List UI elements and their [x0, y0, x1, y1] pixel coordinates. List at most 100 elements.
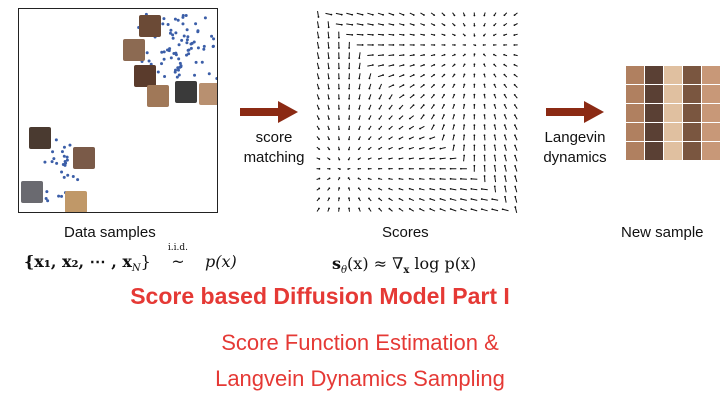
field-arrow [514, 196, 518, 203]
field-arrow-head [340, 23, 343, 26]
field-arrow-head [368, 77, 371, 80]
field-arrow-head [493, 83, 496, 86]
field-arrow-head [423, 73, 425, 76]
field-arrow-head [398, 177, 401, 180]
field-arrow-head [473, 14, 476, 17]
field-arrow-head [433, 53, 436, 56]
field-arrow-head [318, 167, 321, 170]
field-arrow [494, 186, 497, 193]
field-arrow-head [318, 197, 320, 200]
field-arrow-head [453, 14, 456, 17]
field-arrow-head [328, 128, 330, 131]
samples-formula-right: p(x) [205, 252, 237, 271]
data-samples-plot [18, 8, 218, 213]
field-arrow-head [378, 177, 380, 180]
field-arrow-head [318, 128, 320, 130]
scatter-dot [174, 31, 178, 35]
field-arrow-head [422, 104, 425, 106]
field-arrow-head [423, 14, 425, 16]
samples-formula: {x₁, x₂, ⋯ , xN} i.i.d.~ p(x) [24, 243, 237, 275]
scatter-dot [189, 46, 193, 50]
field-arrow-head [439, 198, 442, 200]
field-arrow-head [439, 157, 442, 160]
field-arrow-head [408, 207, 411, 210]
field-arrow-head [382, 54, 385, 56]
field-arrow [367, 12, 373, 16]
field-arrow-head [493, 124, 496, 127]
field-arrow-head [412, 34, 415, 36]
field-arrow-head [463, 14, 466, 17]
scatter-dot [200, 60, 204, 64]
field-arrow-head [361, 44, 364, 46]
field-arrow-head [327, 87, 330, 90]
field-arrow-head [398, 157, 401, 160]
field-arrow-head [338, 36, 340, 39]
field-arrow [316, 41, 320, 48]
field-arrow-head [513, 63, 516, 66]
field-arrow [481, 188, 488, 191]
field-arrow-head [317, 16, 320, 18]
field-arrow-head [422, 114, 425, 117]
scatter-dot [194, 60, 198, 64]
field-arrow-head [317, 67, 320, 70]
field-arrow-head [423, 63, 425, 66]
sample-face-thumbnail [683, 66, 701, 84]
field-arrow [504, 155, 507, 162]
field-arrow-head [402, 64, 405, 66]
field-arrow-head [473, 114, 476, 116]
field-arrow-head [483, 175, 486, 177]
scatter-dot [62, 175, 66, 179]
field-arrow-head [513, 34, 516, 36]
sample-face-thumbnail [702, 142, 720, 160]
field-arrow-head [367, 167, 370, 170]
scatter-dot [178, 61, 182, 65]
scatter-points [39, 12, 217, 203]
field-arrow-head [513, 24, 516, 27]
field-arrow-head [513, 14, 516, 17]
field-arrow-head [398, 147, 401, 150]
field-arrow-head [317, 57, 320, 60]
field-arrow-head [429, 197, 432, 200]
field-arrow-head [419, 207, 421, 210]
scatter-dot [193, 73, 197, 77]
field-arrow [335, 23, 342, 26]
field-arrow-head [483, 73, 486, 76]
field-arrow-head [367, 158, 370, 160]
langevin-line2: dynamics [543, 149, 607, 166]
field-arrow-head [439, 187, 442, 190]
field-arrow-head [483, 93, 486, 96]
scatter-dot [185, 28, 189, 32]
field-arrow-head [443, 93, 446, 96]
field-arrow-head [392, 54, 395, 56]
field-arrow-head [483, 14, 486, 17]
scatter-dot [173, 17, 177, 21]
field-arrow-head [513, 83, 516, 86]
field-arrow-head [473, 34, 476, 37]
field-arrow-head [453, 53, 456, 56]
field-arrow-head [443, 73, 446, 76]
field-arrow-head [463, 53, 466, 56]
field-arrow-head [463, 63, 466, 66]
field-arrow-head [408, 197, 411, 200]
subtitle-line2: Langvein Dynamics Sampling [215, 366, 505, 391]
field-arrow-head [318, 138, 320, 141]
field-arrow-head [483, 164, 486, 167]
field-arrow-head [503, 164, 506, 167]
field-arrow [492, 208, 499, 212]
scatter-dot [185, 38, 189, 42]
field-arrow-head [408, 177, 411, 180]
field-arrow [356, 23, 363, 26]
scatter-dot [46, 199, 50, 203]
field-arrow-head [328, 207, 330, 210]
sample-face-thumbnail [702, 104, 720, 122]
field-arrow [316, 21, 320, 28]
field-arrow [494, 176, 497, 183]
field-arrow [504, 186, 507, 193]
field-arrow-head [402, 54, 405, 56]
field-arrow-head [398, 167, 401, 170]
scatter-dot [44, 197, 48, 201]
field-arrow-head [422, 84, 425, 86]
sample-face-thumbnail [626, 123, 644, 141]
field-arrow-head [338, 97, 340, 100]
field-arrow-head [433, 44, 436, 46]
